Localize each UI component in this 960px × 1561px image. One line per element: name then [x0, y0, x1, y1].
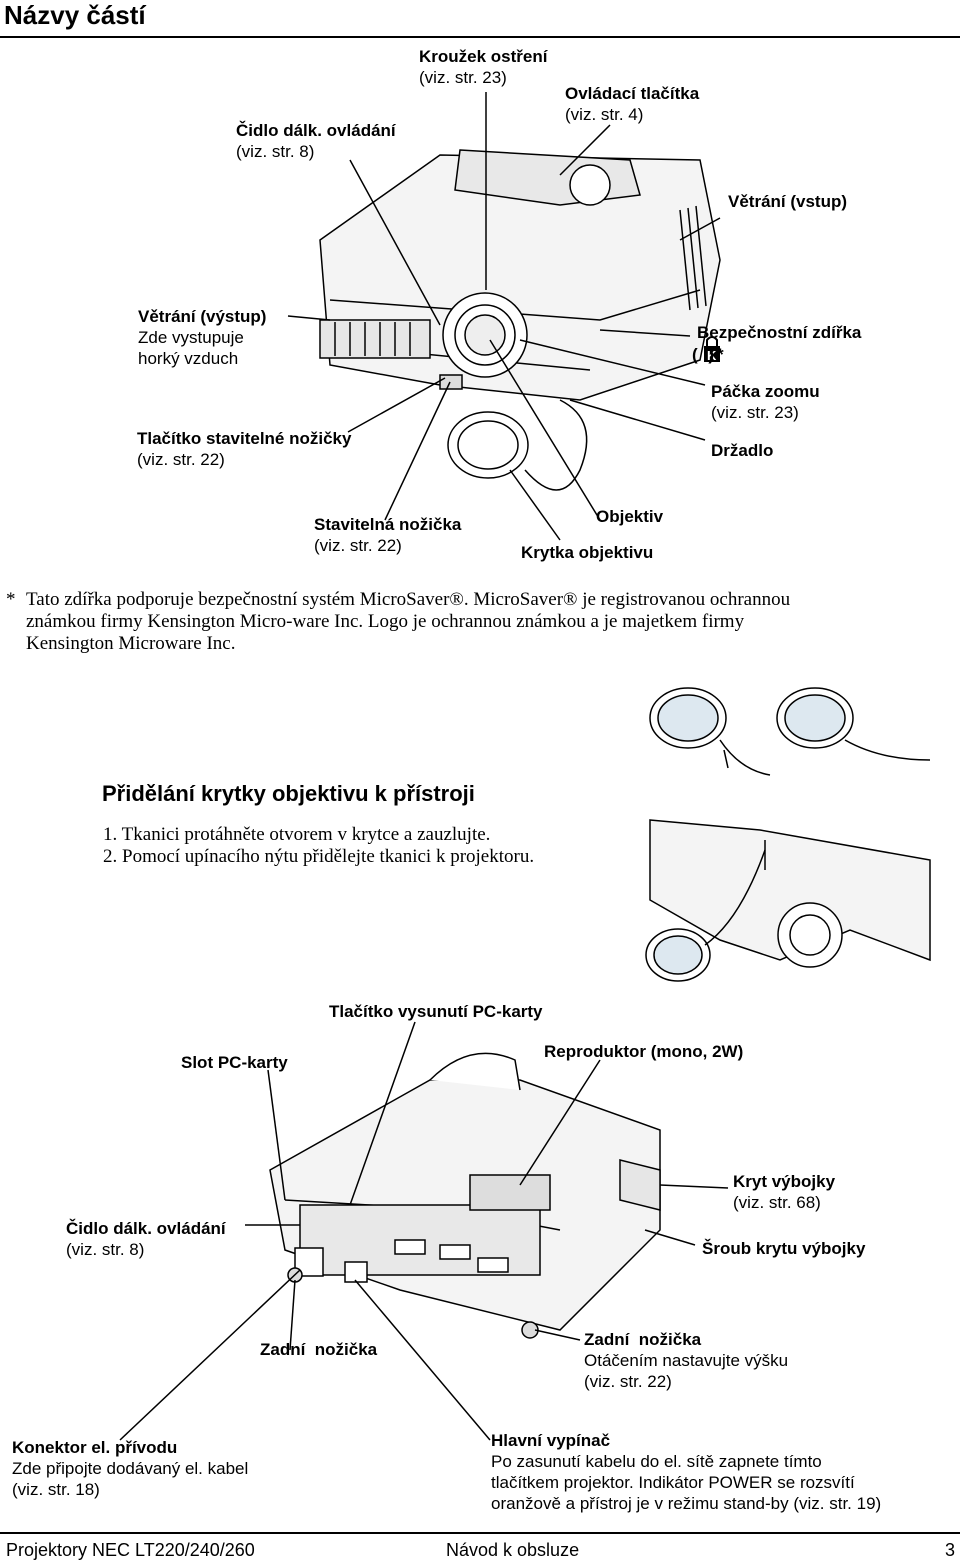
label-vent-out: Větrání (výstup) Zde vystupuje horký vzd… — [138, 306, 266, 369]
rear-foot-adj-name: Zadní nožička — [584, 1330, 702, 1349]
footnote-line3: Kensington Microware Inc. — [26, 633, 236, 654]
rear-remote-sensor-name: Čidlo dálk. ovládání — [66, 1219, 226, 1238]
attach-step2: 2. Pomocí upínacího nýtu přidělejte tkan… — [103, 846, 535, 867]
lens-name: Objektiv — [596, 507, 664, 526]
adjustable-foot-ref: (viz. str. 22) — [314, 536, 402, 555]
power-conn-ref: (viz. str. 18) — [12, 1480, 100, 1499]
focus-ring-name: Kroužek ostření — [419, 47, 548, 66]
label-pc-eject: Tlačítko vysunutí PC-karty — [329, 1002, 543, 1021]
label-zoom-lever: Páčka zoomu (viz. str. 23) — [711, 381, 820, 423]
vent-out-line2: Zde vystupuje — [138, 328, 244, 347]
label-handle: Držadlo — [711, 440, 773, 461]
label-main-switch: Hlavní vypínač Po zasunutí kabelu do el.… — [491, 1430, 881, 1514]
power-conn-name: Konektor el. přívodu — [12, 1438, 178, 1457]
handle-name: Držadlo — [711, 441, 774, 460]
remote-sensor-name: Čidlo dálk. ovládání — [236, 121, 396, 140]
footnote-star: * — [6, 589, 16, 610]
cap-attach-illustration-1 — [649, 687, 931, 776]
vent-grille — [319, 319, 431, 359]
label-lamp-screw: Šroub krytu výbojky — [702, 1239, 866, 1258]
label-control-buttons: Ovládací tlačítka (viz. str. 4) — [565, 83, 699, 125]
power-conn-line2: Zde připojte dodávaný el. kabel — [12, 1459, 249, 1478]
label-vent-in: Větrání (vstup) — [728, 191, 847, 212]
vent-out-line3: horký vzduch — [138, 349, 239, 368]
label-speaker: Reproduktor (mono, 2W) — [544, 1042, 744, 1061]
label-power-connector: Konektor el. přívodu Zde připojte dodáva… — [12, 1437, 248, 1500]
label-remote-sensor: Čidlo dálk. ovládání (viz. str. 8) — [236, 120, 396, 162]
footer-left: Projektory NEC LT220/240/260 — [6, 1540, 255, 1560]
main-switch-line2: Po zasunutí kabelu do el. sítě zapnete t… — [491, 1452, 822, 1471]
lamp-cover-ref: (viz. str. 68) — [733, 1193, 821, 1212]
rear-foot-adj-ref: (viz. str. 22) — [584, 1372, 672, 1391]
main-switch-name: Hlavní vypínač — [491, 1431, 611, 1450]
footer-rule — [0, 1532, 960, 1534]
label-security-slot: Bezpečnostní zdířka — [697, 322, 861, 343]
rear-foot-adj-line2: Otáčením nastavujte výšku — [584, 1351, 789, 1370]
attach-step1: 1. Tkanici protáhněte otvorem v krytce a… — [103, 824, 491, 845]
foot-button-ref: (viz. str. 22) — [137, 450, 225, 469]
label-lens: Objektiv — [596, 506, 663, 527]
footnote: Tato zdířka podporuje bezpečnostní systé… — [26, 589, 790, 655]
main-switch-line4: oranžově a přístroj je v režimu stand-by… — [491, 1494, 882, 1513]
security-slot-mark: ( )* — [692, 345, 727, 364]
control-buttons-ref: (viz. str. 4) — [565, 105, 644, 124]
main-switch-line3: tlačítkem projektor. Indikátor POWER se … — [491, 1473, 855, 1492]
title-rule — [0, 36, 960, 38]
side-vent — [679, 205, 707, 311]
security-slot-name: Bezpečnostní zdířka — [697, 323, 862, 342]
label-foot-button: Tlačítko stavitelné nožičky (viz. str. 2… — [137, 428, 351, 470]
label-rear-foot: Zadní nožička — [260, 1340, 378, 1359]
footer-center: Návod k obsluze — [446, 1540, 580, 1560]
kensington-lock-icon: K — [704, 336, 720, 363]
control-buttons-name: Ovládací tlačítka — [565, 84, 700, 103]
zoom-lever-name: Páčka zoomu — [711, 382, 820, 401]
page-title: Názvy částí — [4, 0, 146, 30]
lens-cap-name: Krytka objektivu — [521, 543, 654, 562]
vent-in-name: Větrání (vstup) — [728, 192, 848, 211]
foot-button-name: Tlačítko stavitelné nožičky — [137, 429, 352, 448]
label-rear-remote-sensor: Čidlo dálk. ovládání (viz. str. 8) — [66, 1218, 226, 1260]
label-rear-foot-adj: Zadní nožička Otáčením nastavujte výšku … — [584, 1329, 788, 1392]
label-lens-cap: Krytka objektivu — [521, 542, 653, 563]
footnote-line2: známkou firmy Kensington Micro-ware Inc.… — [26, 611, 745, 632]
attach-heading: Přidělání krytky objektivu k přístroji — [102, 781, 475, 806]
vent-out-name: Větrání (výstup) — [138, 307, 267, 326]
adjustable-foot-name: Stavitelná nožička — [314, 515, 462, 534]
footnote-line1: Tato zdířka podporuje bezpečnostní systé… — [26, 589, 791, 610]
remote-sensor-ref: (viz. str. 8) — [236, 142, 315, 161]
cap-attach-illustration-2 — [645, 819, 931, 982]
footer-page-number: 3 — [945, 1540, 956, 1560]
label-focus-ring: Kroužek ostření (viz. str. 23) — [419, 46, 547, 88]
label-adjustable-foot: Stavitelná nožička (viz. str. 22) — [314, 514, 461, 556]
attach-steps: 1. Tkanici protáhněte otvorem v krytce a… — [103, 824, 534, 868]
label-lamp-cover: Kryt výbojky (viz. str. 68) — [733, 1171, 835, 1213]
lens-cap — [447, 411, 529, 479]
rear-remote-sensor-ref: (viz. str. 8) — [66, 1240, 145, 1259]
projector-rear-body — [269, 1052, 661, 1339]
focus-ring-ref: (viz. str. 23) — [419, 68, 507, 87]
zoom-lever-ref: (viz. str. 23) — [711, 403, 799, 422]
lamp-cover-name: Kryt výbojky — [733, 1172, 836, 1191]
label-pc-slot: Slot PC-karty — [181, 1053, 288, 1072]
svg-text:K: K — [707, 348, 717, 363]
